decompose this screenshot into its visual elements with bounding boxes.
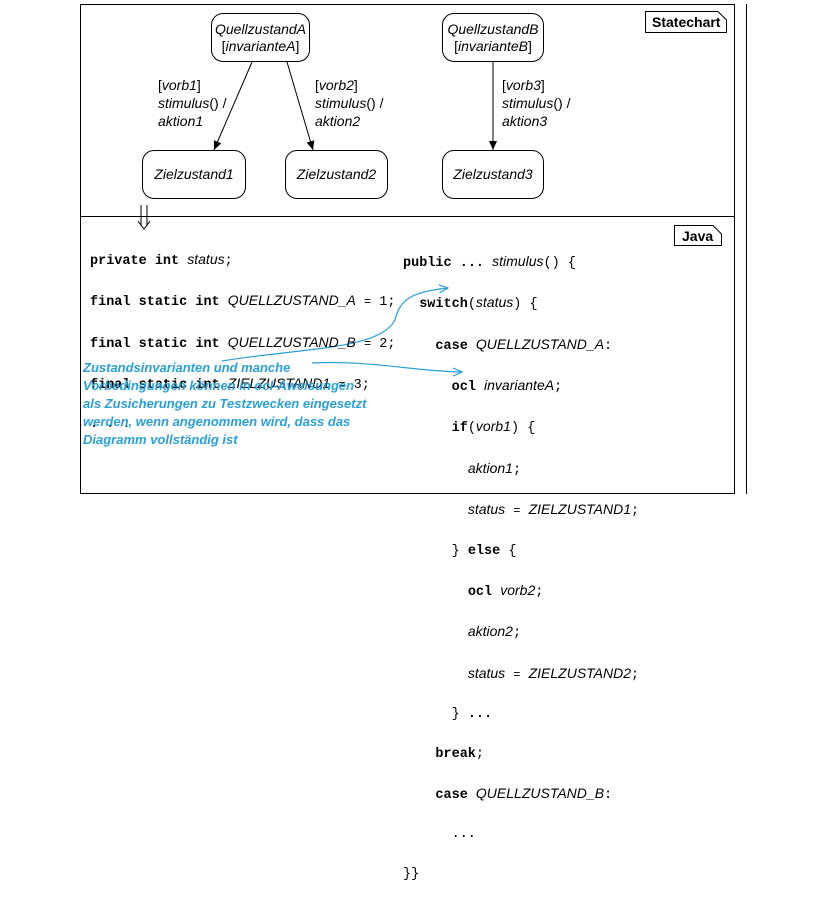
note-callout-curve-1: [221, 288, 448, 362]
code-line: final static int ZIELZUSTAND1 = 3;: [90, 374, 370, 393]
note-line: Zustandsinvarianten und manche: [83, 360, 291, 375]
code-declarations: private int status; final static int QUE…: [90, 230, 396, 455]
code-line: aktion1;: [467, 459, 522, 478]
state-zielzustand-3: Zielzustand3: [442, 150, 544, 199]
state-invariant: [invarianteB]: [454, 37, 532, 54]
code-line: final static int QUELLZUSTAND_B = 2;: [90, 333, 396, 352]
code-line: case QUELLZUSTAND_A:: [435, 335, 613, 354]
code-line: status = ZIELZUSTAND2;: [467, 664, 640, 683]
refinement-arrow-head: [137, 220, 151, 230]
state-zielzustand-1: Zielzustand1: [142, 150, 246, 199]
code-line: aktion2;: [467, 623, 522, 642]
diagram-canvas: [80, 4, 747, 494]
code-line: } else {: [403, 543, 517, 559]
outer-frame: [80, 4, 735, 494]
transition-label-2: [vorb2] stimulus() / aktion2: [315, 77, 384, 129]
code-line: break;: [435, 746, 485, 762]
state-name: QuellzustandB: [447, 20, 539, 37]
state-quellzustand-a: QuellzustandA [invarianteA]: [211, 13, 310, 62]
note-line: Vorbedingungen können in ocl-Aweisungen: [83, 378, 355, 393]
state-name: QuellzustandA: [214, 20, 307, 37]
code-line: ocl vorb2;: [467, 581, 544, 600]
note-line: werden, wenn angenommen wird, dass das: [83, 414, 351, 429]
transition-label-1: [vorb1] stimulus() / aktion1: [158, 77, 227, 129]
code-line: status = ZIELZUSTAND1;: [467, 501, 640, 520]
code-line: switch(status) {: [419, 294, 538, 313]
transition-label-3: [vorb3] stimulus() / aktion3: [502, 77, 571, 129]
code-line: . . .: [90, 417, 131, 433]
code-line: final static int QUELLZUSTAND_A = 1;: [90, 292, 396, 311]
state-quellzustand-b: QuellzustandB [invarianteB]: [442, 13, 544, 62]
code-line: } ...: [403, 707, 493, 723]
code-line: case QUELLZUSTAND_B:: [435, 784, 613, 803]
code-line: }}: [403, 866, 420, 882]
code-line: ...: [451, 827, 476, 843]
code-line: public ... stimulus() {: [403, 252, 576, 271]
code-line: ocl invarianteA;: [451, 376, 563, 395]
annotation-note: Zustandsinvarianten und manche Vorbeding…: [83, 359, 366, 449]
code-stimulus-method: public ... stimulus() { switch(status) {…: [403, 232, 639, 904]
note-line: als Zusicherungen zu Testzwecken eingese…: [83, 396, 367, 411]
java-tab-label: Java: [682, 228, 714, 244]
code-line: private int status;: [90, 250, 233, 269]
transition-arrow-2: [286, 61, 315, 151]
statechart-tab-label: Statechart: [652, 14, 721, 30]
note-callout-curve-2: [311, 361, 462, 372]
java-tab-shape: [674, 225, 722, 246]
state-zielzustand-2: Zielzustand2: [285, 150, 388, 199]
state-invariant: [invarianteA]: [221, 37, 300, 54]
code-line: if(vorb1) {: [451, 418, 536, 437]
transition-arrow-1: [213, 61, 253, 151]
statechart-tab-shape: [645, 11, 727, 33]
note-line: Diagramm vollständig ist: [83, 432, 238, 447]
